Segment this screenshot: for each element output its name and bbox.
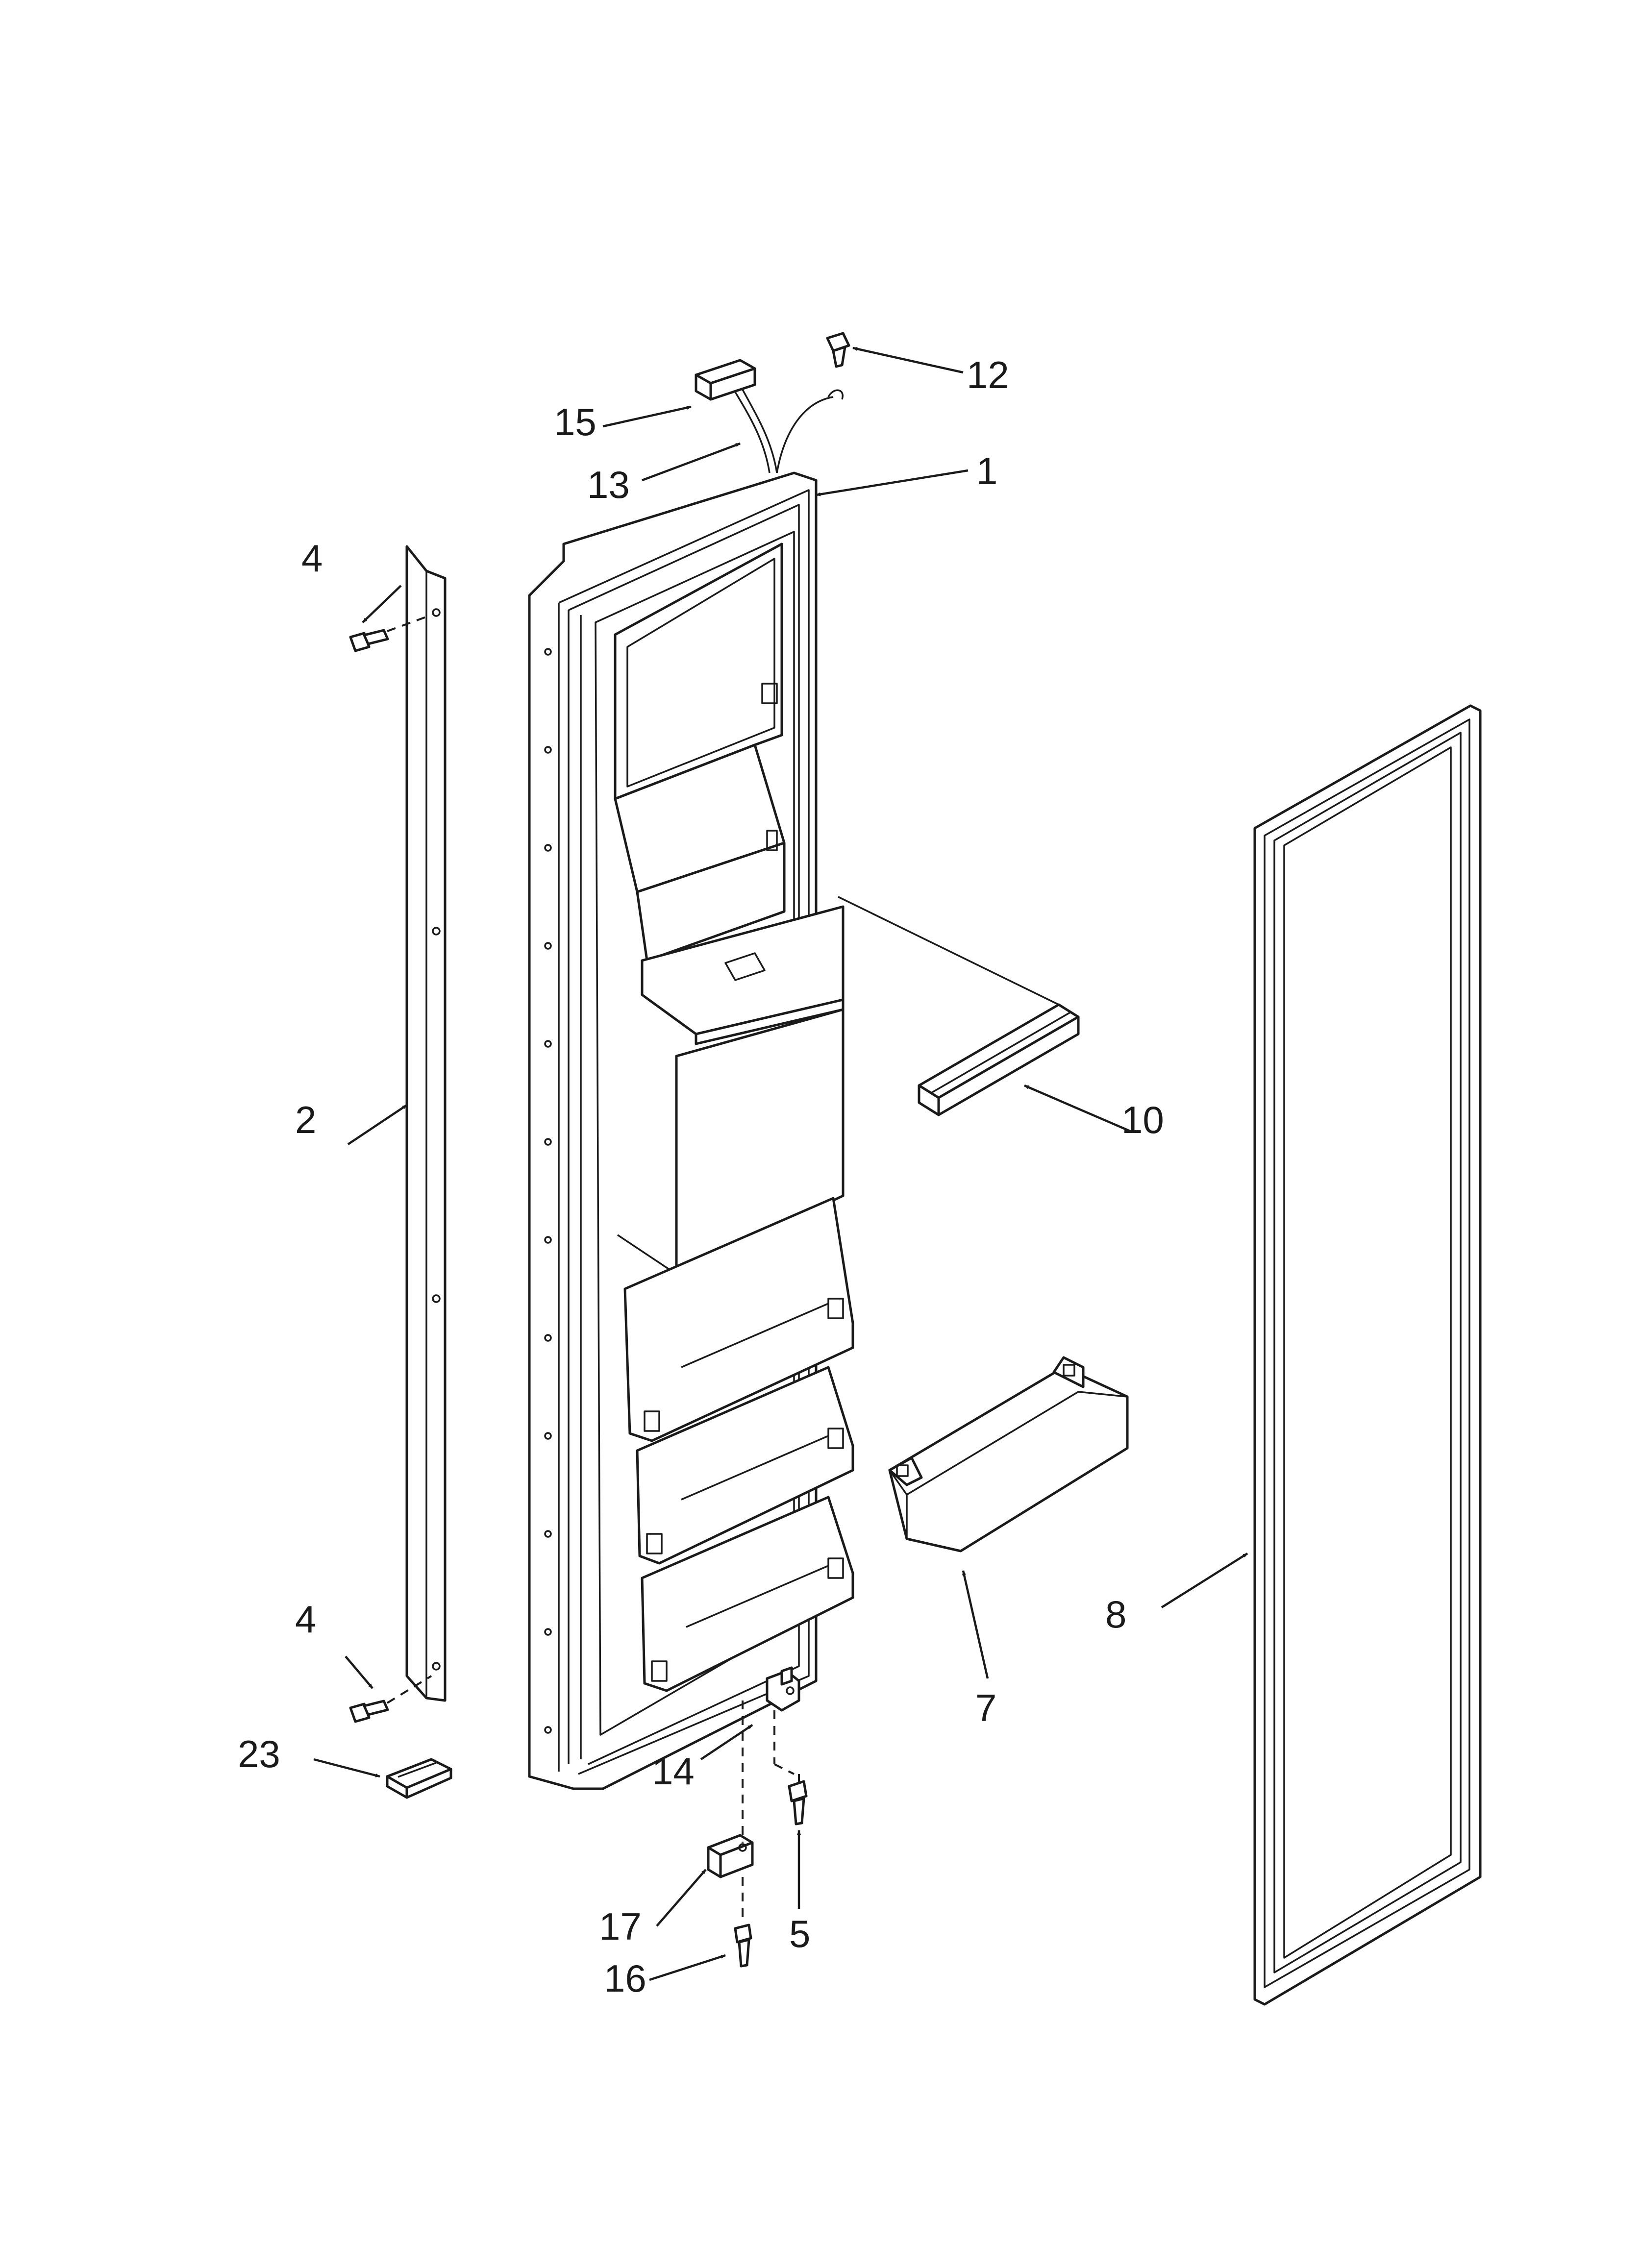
callout-8: 8 — [1105, 1593, 1127, 1636]
leader-15 — [602, 405, 692, 428]
callout-14: 14 — [652, 1750, 695, 1793]
wiring-connector — [695, 359, 756, 401]
callout-4-bottom: 4 — [295, 1598, 317, 1641]
callout-10: 10 — [1121, 1098, 1164, 1141]
bracket-rail — [838, 896, 1080, 1116]
callout-23: 23 — [238, 1732, 280, 1775]
leader-12 — [852, 346, 964, 374]
callout-5: 5 — [789, 1912, 811, 1955]
wire-harness — [734, 389, 834, 473]
callout-12: 12 — [967, 353, 1009, 396]
door-clip — [386, 1758, 452, 1799]
door-shelf-bin — [888, 1356, 1129, 1553]
callout-15: 15 — [554, 400, 597, 444]
leader-23 — [313, 1758, 380, 1778]
leader-13 — [642, 442, 741, 482]
leader-4-bottom — [345, 1655, 373, 1689]
leader-lines — [313, 346, 1248, 1981]
leader-16 — [649, 1954, 726, 1981]
leader-14 — [700, 1724, 753, 1760]
leader-7 — [962, 1570, 989, 1679]
liner-rivets — [544, 648, 552, 1734]
leader-2 — [347, 1104, 408, 1145]
door-trim-strip — [405, 545, 447, 1702]
leader-10 — [1024, 1084, 1133, 1134]
hinge-pin — [766, 1666, 800, 1775]
callout-7: 7 — [975, 1686, 997, 1729]
callout-16: 16 — [604, 1957, 646, 2000]
callout-1: 1 — [976, 449, 998, 493]
harness-screw — [826, 332, 850, 400]
bracket-screw — [734, 1923, 752, 1968]
callout-2: 2 — [295, 1098, 317, 1141]
hinge-bracket — [707, 1701, 754, 1921]
hinge-screw — [788, 1774, 808, 1825]
leader-8 — [1161, 1553, 1248, 1608]
door-liner-assembly — [528, 471, 854, 1790]
callout-17: 17 — [599, 1905, 642, 1948]
callout-13: 13 — [587, 463, 630, 506]
door-gasket — [1253, 704, 1482, 2006]
trim-screw-top — [349, 614, 432, 652]
callout-4-top: 4 — [301, 537, 323, 580]
leader-4-top — [362, 585, 402, 623]
leader-17 — [656, 1869, 707, 1927]
trim-screw-bottom — [349, 1675, 432, 1723]
